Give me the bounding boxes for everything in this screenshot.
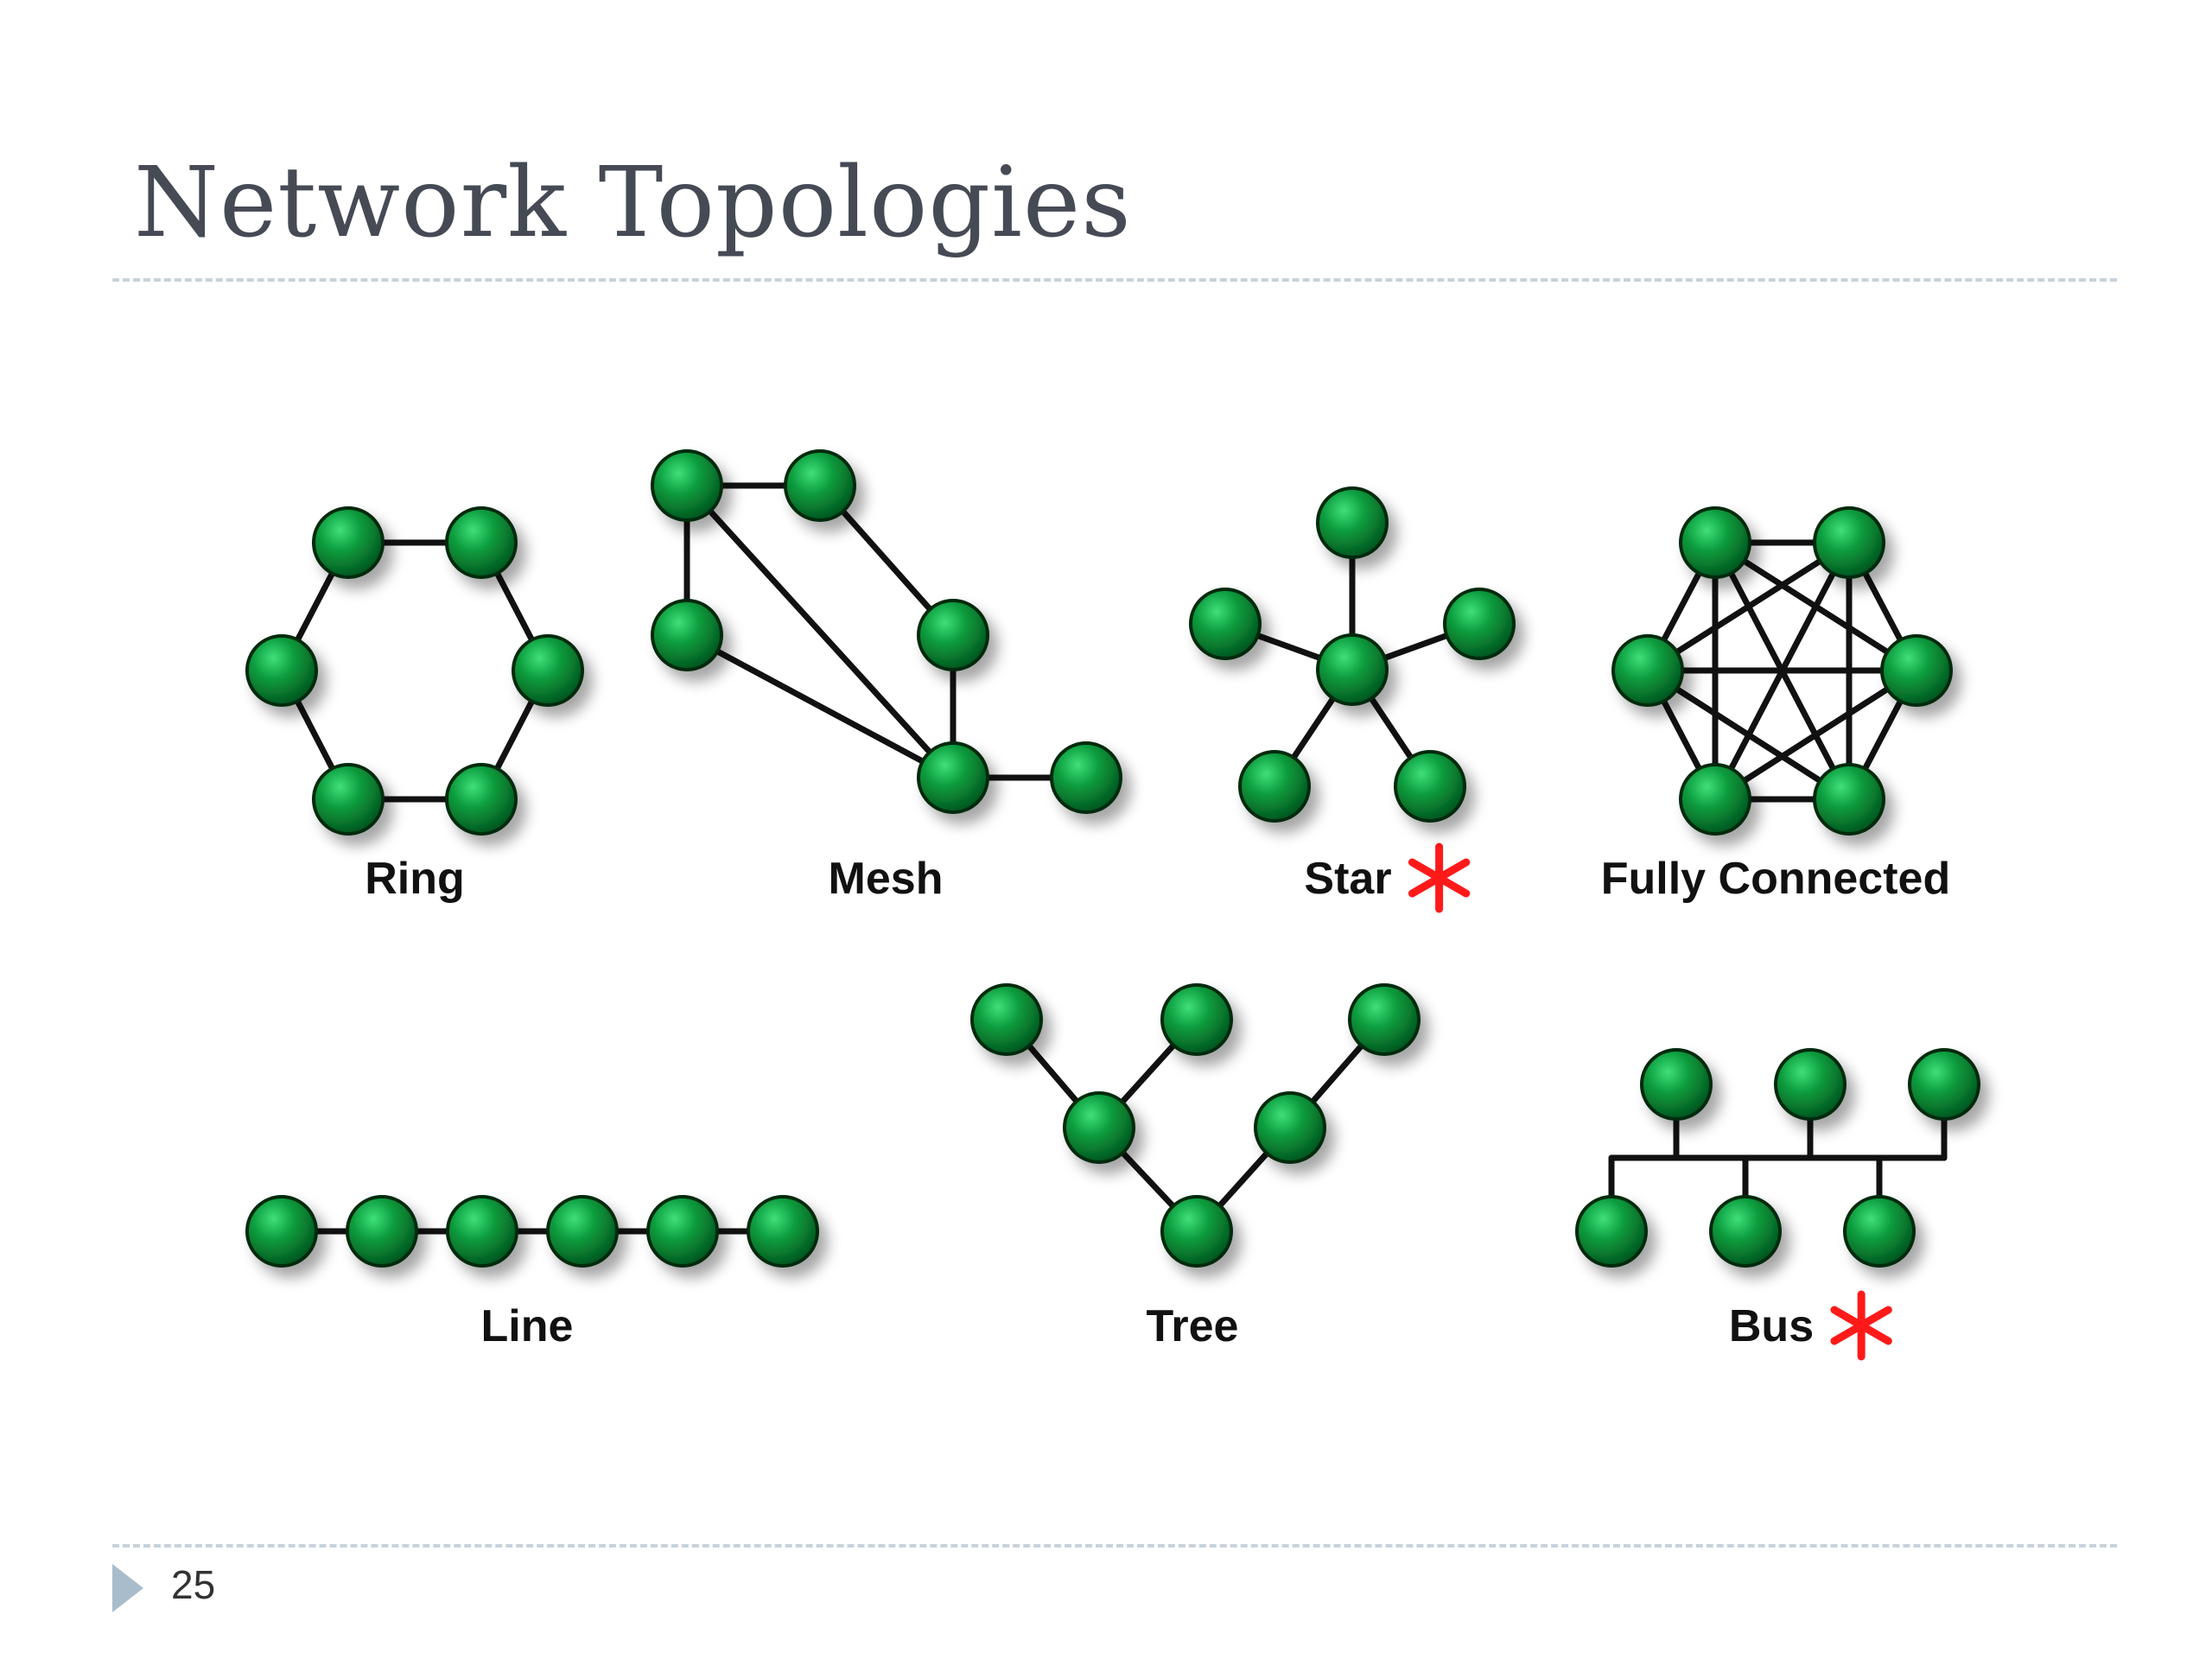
mesh-node: [651, 599, 723, 671]
tree-node: [970, 983, 1043, 1056]
mesh-node: [917, 741, 989, 814]
fully-connected-node: [1880, 634, 1953, 707]
line-node: [245, 1195, 318, 1268]
nodes-layer: [245, 449, 1980, 1268]
ring-node: [312, 763, 385, 836]
star-node: [1316, 486, 1389, 559]
tree-node: [1348, 983, 1421, 1056]
ring-node: [512, 634, 584, 707]
bus-node: [1774, 1048, 1847, 1121]
slide-title: Network Topologies: [134, 147, 1132, 259]
line-node: [646, 1195, 719, 1268]
star-node: [1443, 588, 1516, 660]
mesh-link: [683, 482, 957, 781]
footer-triangle-icon: [112, 1564, 143, 1612]
fully-connected-link: [1644, 539, 1853, 674]
ring-node: [245, 634, 318, 707]
line-node: [446, 1195, 518, 1268]
tree-node: [1160, 983, 1233, 1056]
tree-node: [1254, 1091, 1326, 1164]
tree-node: [1063, 1091, 1135, 1164]
bus-label: Bus: [1729, 1301, 1814, 1351]
star-node: [1189, 588, 1262, 660]
ring-label: Ring: [365, 854, 465, 904]
bus-asterisk-icon: [1830, 1290, 1892, 1361]
bus-node: [1575, 1195, 1648, 1268]
star-asterisk-icon: [1408, 842, 1471, 913]
line-node: [747, 1195, 819, 1268]
mesh-link: [683, 632, 957, 781]
page-number: 25: [171, 1562, 216, 1607]
fully-connected-node: [1611, 634, 1684, 707]
tree-node: [1160, 1195, 1233, 1268]
star-label: Star: [1304, 854, 1391, 904]
mesh-node: [651, 449, 723, 522]
tree-label: Tree: [1147, 1301, 1239, 1351]
title-divider: [112, 278, 2117, 282]
line-node: [546, 1195, 619, 1268]
fully-connected-node: [1813, 763, 1885, 836]
line-node: [346, 1195, 418, 1268]
ring-node: [445, 763, 518, 836]
fully-connected-link: [1712, 667, 1920, 803]
mesh-node: [784, 449, 856, 522]
ring-node: [312, 506, 385, 579]
bus-node: [1908, 1048, 1980, 1121]
fully-connected-node: [1679, 506, 1751, 579]
ring-node: [445, 506, 518, 579]
footer-divider: [112, 1544, 2117, 1548]
bus-node: [1843, 1195, 1916, 1268]
mesh-label: Mesh: [829, 854, 944, 904]
fully-connected-label: Fully Connected: [1601, 854, 1950, 904]
bus-node: [1709, 1195, 1782, 1268]
fully-connected-node: [1813, 506, 1885, 579]
star-node: [1394, 750, 1466, 823]
line-label: Line: [481, 1301, 574, 1351]
bus-node: [1640, 1048, 1713, 1121]
mesh-node: [1050, 741, 1122, 814]
fully-connected-node: [1679, 763, 1751, 836]
star-node: [1238, 750, 1311, 823]
star-node: [1316, 633, 1389, 706]
mesh-node: [917, 599, 989, 671]
fully-connected-link: [1644, 667, 1853, 803]
